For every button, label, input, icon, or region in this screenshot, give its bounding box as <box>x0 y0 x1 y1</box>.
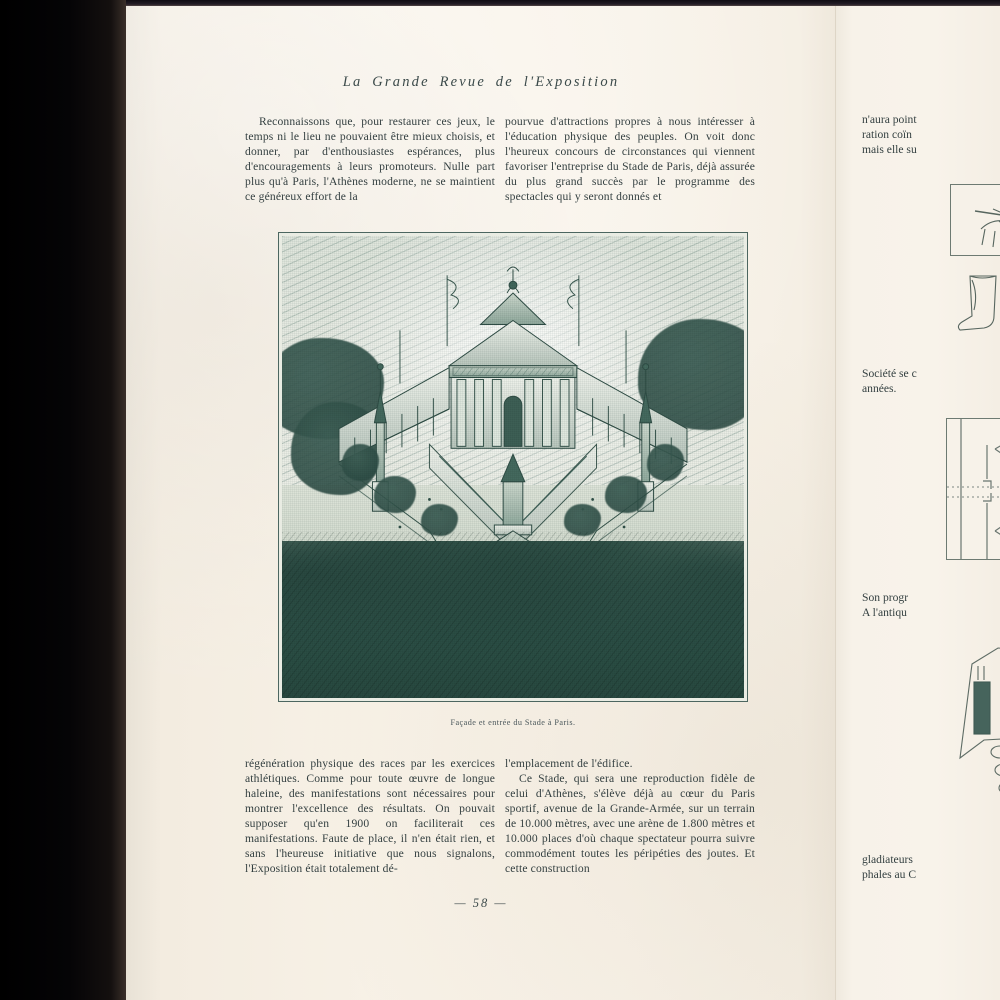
frag-line-3: mais elle su <box>862 143 917 156</box>
frag-line-6: Son progr <box>862 591 909 604</box>
vignette-horseman-frame <box>950 184 1000 256</box>
foreground-foliage <box>282 540 744 698</box>
paragraph-right-top: pourvue d'attractions propres à nous int… <box>505 115 755 204</box>
column-right-bottom: l'emplacement de l'édifice. Ce Stade, qu… <box>505 756 755 876</box>
illustration-plate <box>278 232 748 702</box>
vignette-stele <box>938 640 1000 810</box>
vignette-boot <box>952 272 1000 338</box>
column-left-top: Reconnaissons que, pour restaurer ces je… <box>245 114 495 204</box>
colonnade-right <box>576 366 688 465</box>
boot-icon <box>957 275 997 331</box>
plate-border <box>278 232 748 702</box>
horseman-figure-icon <box>974 208 1000 248</box>
flag-masts <box>399 275 627 384</box>
central-monument <box>493 452 533 536</box>
paragraph-left-bottom: régénération physique des races par les … <box>245 757 495 876</box>
column-left-bottom: régénération physique des races par les … <box>245 756 495 876</box>
page-content: La Grande Revue de l'Exposition Reconnai… <box>126 6 836 1000</box>
scan-gutter-shadow <box>0 0 126 1000</box>
scan-top-edge-band <box>126 0 1000 7</box>
frag-line-5: années. <box>862 382 897 395</box>
main-page-leaf <box>126 6 836 1000</box>
page-folio: — 58 — <box>454 896 508 910</box>
paragraph-right-bottom-first: l'emplacement de l'édifice. <box>505 757 633 770</box>
garden-clump-6 <box>647 443 684 481</box>
central-pavilion <box>447 266 579 449</box>
plate-caption: Façade et entrée du Stade à Paris. <box>450 718 576 727</box>
running-head: La Grande Revue de l'Exposition <box>342 74 620 90</box>
garden-clump-3 <box>605 476 647 514</box>
stele-athlete-icon <box>959 647 1000 792</box>
frag-line-4: Société se c <box>862 367 917 380</box>
foliage-engraving-texture <box>282 531 744 698</box>
garden-clump-1 <box>374 476 416 514</box>
garden-clump-2 <box>420 503 458 537</box>
frag-line-2: ration coïn <box>862 128 912 141</box>
plate-image <box>282 236 744 698</box>
frag-line-8: gladiateurs <box>862 853 913 866</box>
frag-line-1: n'aura point <box>862 113 917 126</box>
frag-line-7: A l'antiqu <box>862 606 907 619</box>
paragraph-left-top: Reconnaissons que, pour restaurer ces je… <box>245 115 495 204</box>
vignette-plan-frame <box>946 418 1000 560</box>
column-right-top: pourvue d'attractions propres à nous int… <box>505 114 755 204</box>
garden-clump-4 <box>563 503 601 537</box>
frag-line-9: phales au C <box>862 868 917 881</box>
plan-diagram-icon <box>947 419 1000 559</box>
paragraph-right-bottom-second: Ce Stade, qui sera une reproduction fidè… <box>505 772 755 876</box>
garden-clump-5 <box>342 443 379 481</box>
